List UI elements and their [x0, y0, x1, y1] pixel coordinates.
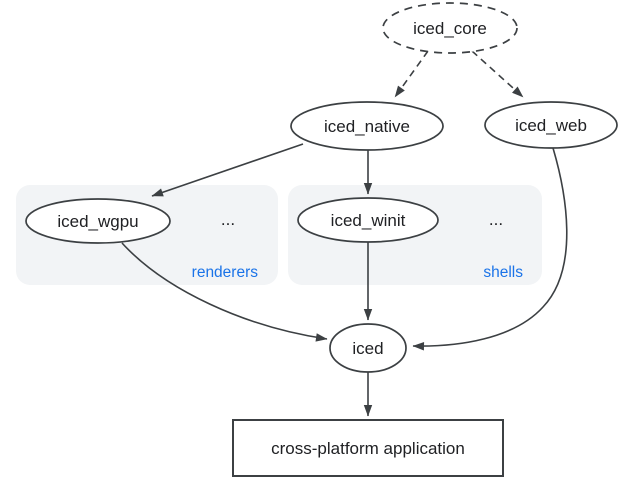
- node-iced-wgpu: [25, 198, 171, 244]
- shells-group-label: shells: [483, 264, 523, 281]
- node-iced-core: [382, 2, 518, 54]
- node-iced-core-label: iced_core: [413, 19, 487, 38]
- renderers-ellipsis: ...: [221, 210, 235, 229]
- shells-ellipsis: ...: [489, 210, 503, 229]
- node-iced-web: [484, 101, 618, 149]
- node-iced-winit: [297, 197, 439, 243]
- node-iced: [329, 323, 407, 373]
- node-application: [232, 419, 504, 477]
- edge-core-to-native: [394, 50, 429, 98]
- node-iced-web-label: iced_web: [515, 116, 587, 135]
- node-application-label: cross-platform application: [271, 439, 465, 458]
- edge-web-to-iced: [412, 147, 568, 351]
- node-iced-native: [290, 101, 444, 151]
- node-iced-label: iced: [352, 339, 383, 358]
- node-iced-wgpu-label: iced_wgpu: [57, 212, 138, 231]
- edge-wgpu-to-iced: [121, 242, 328, 342]
- edge-native-to-wgpu: [151, 143, 304, 197]
- edge-core-to-web: [471, 50, 524, 98]
- node-iced-winit-label: iced_winit: [331, 211, 406, 230]
- node-iced-native-label: iced_native: [324, 117, 410, 136]
- renderers-group-label: renderers: [192, 264, 259, 281]
